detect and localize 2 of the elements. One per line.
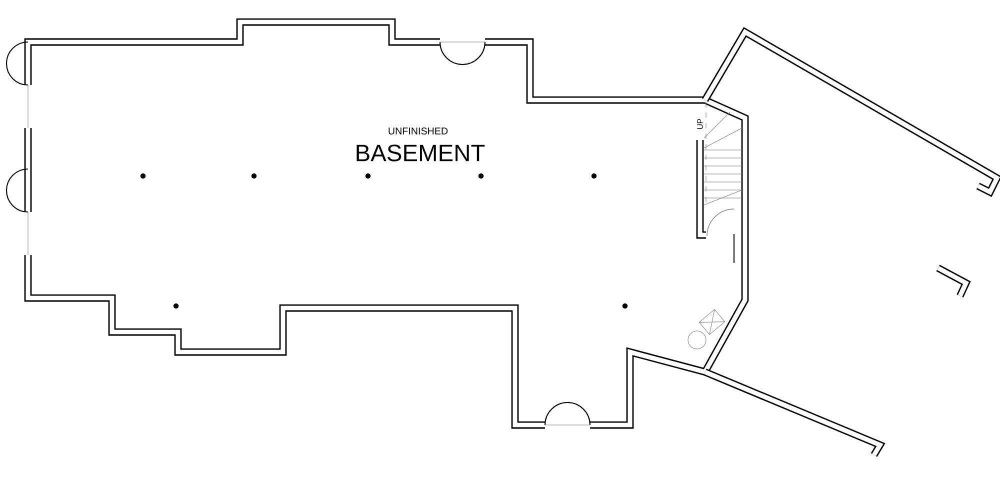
room-label: BASEMENT [356, 144, 485, 162]
room-label: UNFINISHED [388, 128, 448, 134]
